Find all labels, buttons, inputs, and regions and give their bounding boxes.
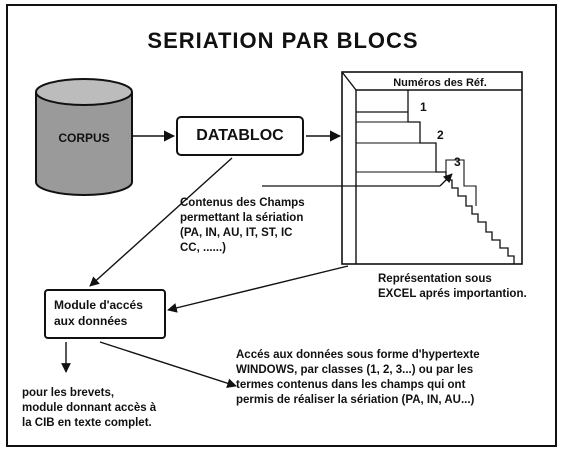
matrix-diagram xyxy=(341,71,523,265)
corpus-label: CORPUS xyxy=(58,131,110,145)
matrix-header-label: Numéros des Réf. xyxy=(393,77,487,89)
diagram-frame xyxy=(6,4,557,447)
excel-annotation: Représentation sous EXCEL aprés importan… xyxy=(378,273,527,300)
arrow-matrix-to-module xyxy=(167,265,349,313)
arrow-module-to-hypertexte xyxy=(99,341,237,388)
matrix-block-outlines xyxy=(356,121,477,206)
databloc-node: DATABLOC xyxy=(176,116,304,156)
matrix-block-3-label: 3 xyxy=(454,155,461,169)
module-node: Module d'accés aux données xyxy=(44,289,166,339)
champs-annotation: Contenus des Champs permettant la sériat… xyxy=(180,197,305,254)
brevets-annotation: pour les brevets, module donnant accès à… xyxy=(22,387,157,429)
matrix-staircase xyxy=(356,90,515,264)
matrix-outer xyxy=(341,71,523,265)
module-label: Module d'accés aux données xyxy=(54,298,143,328)
corpus-cylinder xyxy=(35,78,133,196)
hypertexte-annotation: Accés aux données sous forme d'hypertext… xyxy=(236,349,480,406)
diagram-title: SERIATION PAR BLOCS xyxy=(147,28,419,53)
matrix-block-1-label: 1 xyxy=(420,100,427,114)
matrix-block-2-label: 2 xyxy=(437,128,444,142)
arrow-champs-to-matrix xyxy=(439,173,453,187)
matrix-corner-diagonal xyxy=(341,71,357,91)
arrow-databloc-to-module xyxy=(89,157,233,287)
databloc-label: DATABLOC xyxy=(196,127,284,144)
